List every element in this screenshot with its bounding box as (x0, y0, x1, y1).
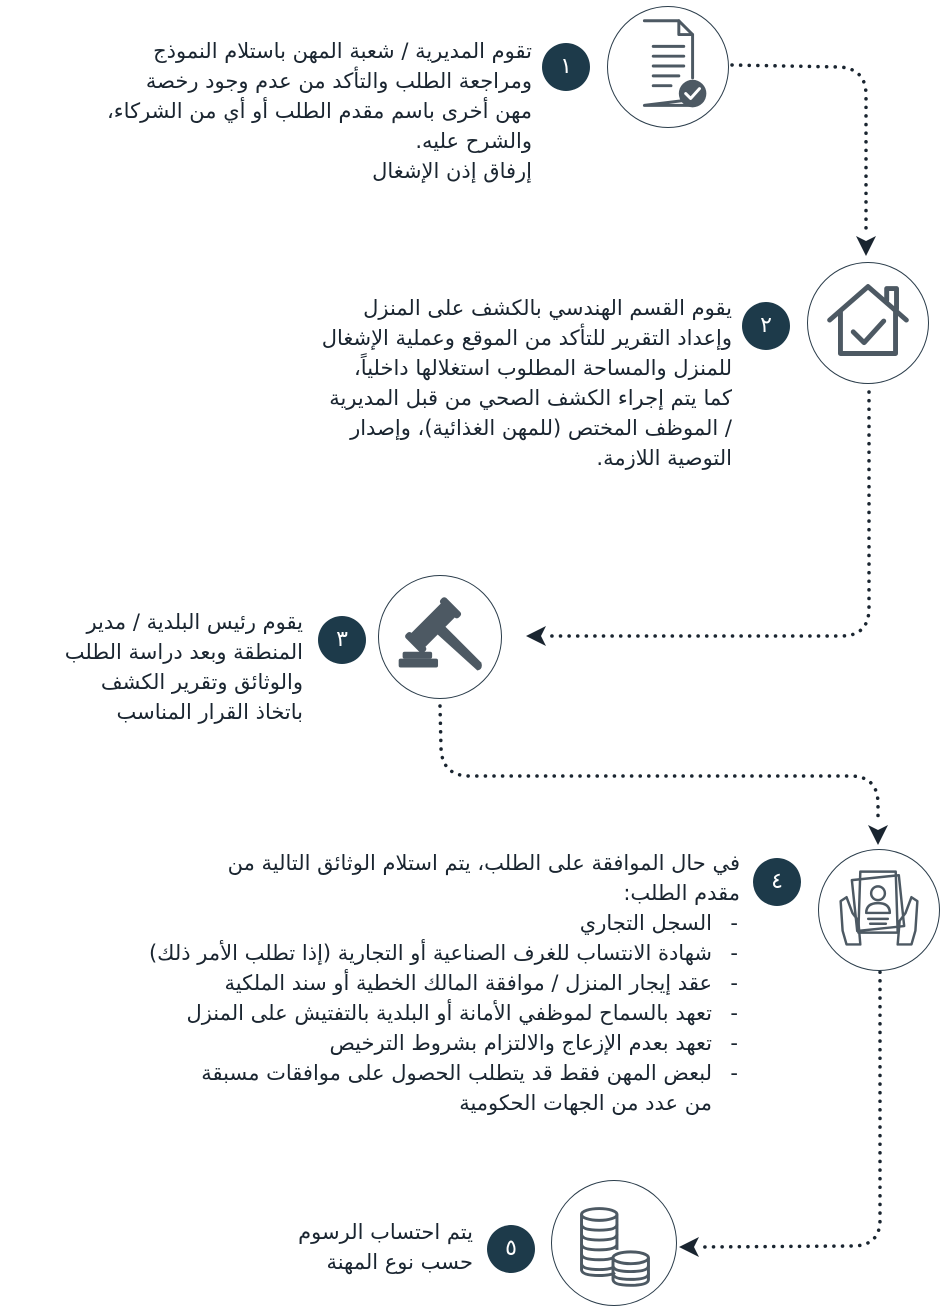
list-bullet: - (730, 971, 738, 995)
step-1-line: ومراجعة الطلب والتأكد من عدم وجود رخصة (145, 69, 532, 93)
list-bullet: - (730, 1001, 738, 1025)
list-bullet: - (730, 1031, 738, 1055)
arrowhead-step-4 (868, 825, 888, 845)
step-2-line: كما يتم إجراء الكشف الصحي من قبل المديري… (329, 386, 732, 410)
step-1-line: إرفاق إذن الإشغال (372, 159, 532, 183)
step-4-number-badge: ٤ (753, 858, 801, 906)
step-4-description: في حال الموافقة على الطلب، يتم استلام ال… (2, 848, 740, 1118)
list-bullet: - (730, 911, 738, 935)
step-3-description: يقوم رئيس البلدية / مدير المنطقة وبعد در… (3, 607, 303, 727)
list-bullet: - (730, 1061, 738, 1085)
step-4-icon-circle (818, 849, 940, 971)
step-3-icon-circle (378, 575, 502, 699)
step-3-line: المنطقة وبعد دراسة الطلب (64, 640, 303, 664)
step-1-line: والشرح عليه. (415, 129, 532, 153)
list-item: -لبعض المهن فقط قد يتطلب الحصول على مواف… (2, 1058, 740, 1118)
step-2-line: / الموظف المختص (للمهن الغذائية)، وإصدار (350, 416, 732, 440)
step-2-line: التوصية اللازمة. (596, 446, 732, 470)
step-2-line: وإعداد التقرير للتأكد من الموقع وعملية ا… (321, 326, 732, 350)
list-item: -عقد إيجار المنزل / موافقة المالك الخطية… (2, 968, 740, 998)
gavel-icon (398, 597, 482, 671)
document-check-icon (642, 19, 707, 108)
step-5-number-badge: ٥ (487, 1225, 535, 1273)
list-item-text: تعهد بالسماح لموظفي الأمانة أو البلدية ب… (186, 1001, 712, 1025)
step-1-description: تقوم المديرية / شعبة المهن باستلام النمو… (2, 36, 532, 186)
step-3-line: باتخاذ القرار المناسب (116, 700, 304, 724)
step-2-description: يقوم القسم الهندسي بالكشف على المنزل وإع… (172, 293, 732, 473)
arrowhead-step-5 (679, 1237, 699, 1257)
list-item-text: لبعض المهن فقط قد يتطلب الحصول على موافق… (201, 1061, 712, 1085)
step-2-line: يقوم القسم الهندسي بالكشف على المنزل (363, 296, 732, 320)
arrowhead-step-2 (856, 236, 876, 256)
step-5-line: يتم احتساب الرسوم (298, 1220, 473, 1244)
step-2-line: للمنزل والمساحة المطلوب استغلالها داخليا… (354, 356, 732, 380)
list-item-text: من عدد من الجهات الحكومية (459, 1091, 712, 1115)
connector-3-to-4 (438, 704, 880, 825)
step-1-number-badge: ١ (542, 43, 590, 91)
step-3-line: يقوم رئيس البلدية / مدير (86, 610, 303, 634)
step-3-number-badge: ٣ (318, 616, 366, 664)
connector-2-to-3 (546, 390, 871, 638)
list-item: -تعهد بالسماح لموظفي الأمانة أو البلدية … (2, 998, 740, 1028)
list-item: -تعهد بعدم الإزعاج والالتزام بشروط الترخ… (2, 1028, 740, 1058)
step-1-line: مهن أخرى باسم مقدم الطلب أو أي من الشركا… (107, 99, 532, 123)
coins-stack-icon (580, 1207, 650, 1287)
step-1-line: تقوم المديرية / شعبة المهن باستلام النمو… (153, 39, 532, 63)
step-2-icon-circle (807, 262, 929, 384)
step-2-number-badge: ٢ (742, 302, 790, 350)
step-3-line: والوثائق وتقرير الكشف (100, 670, 303, 694)
list-bullet: - (730, 941, 738, 965)
arrowhead-step-3 (526, 626, 546, 646)
id-documents-hands-icon (839, 870, 919, 946)
list-item: -شهادة الانتساب للغرف الصناعية أو التجار… (2, 938, 740, 968)
step-5-description: يتم احتساب الرسوم حسب نوع المهنة (173, 1217, 473, 1277)
list-item-text: السجل التجاري (579, 911, 712, 935)
list-item-text: تعهد بعدم الإزعاج والالتزام بشروط الترخي… (329, 1031, 712, 1055)
list-item-text: شهادة الانتساب للغرف الصناعية أو التجاري… (148, 941, 712, 965)
step-5-line: حسب نوع المهنة (326, 1250, 473, 1274)
step-4-documents-list: -السجل التجاري -شهادة الانتساب للغرف الص… (2, 908, 740, 1118)
list-item-text: عقد إيجار المنزل / موافقة المالك الخطية … (224, 971, 712, 995)
connector-1-to-2 (730, 63, 868, 236)
step-1-icon-circle (607, 6, 729, 128)
step-5-icon-circle (551, 1180, 677, 1306)
step-4-intro-line: في حال الموافقة على الطلب، يتم استلام ال… (227, 851, 740, 875)
house-check-icon (827, 284, 909, 356)
list-item: -السجل التجاري (2, 908, 740, 938)
step-4-intro-line: مقدم الطلب: (623, 881, 740, 905)
connector-4-to-5 (699, 910, 882, 1249)
